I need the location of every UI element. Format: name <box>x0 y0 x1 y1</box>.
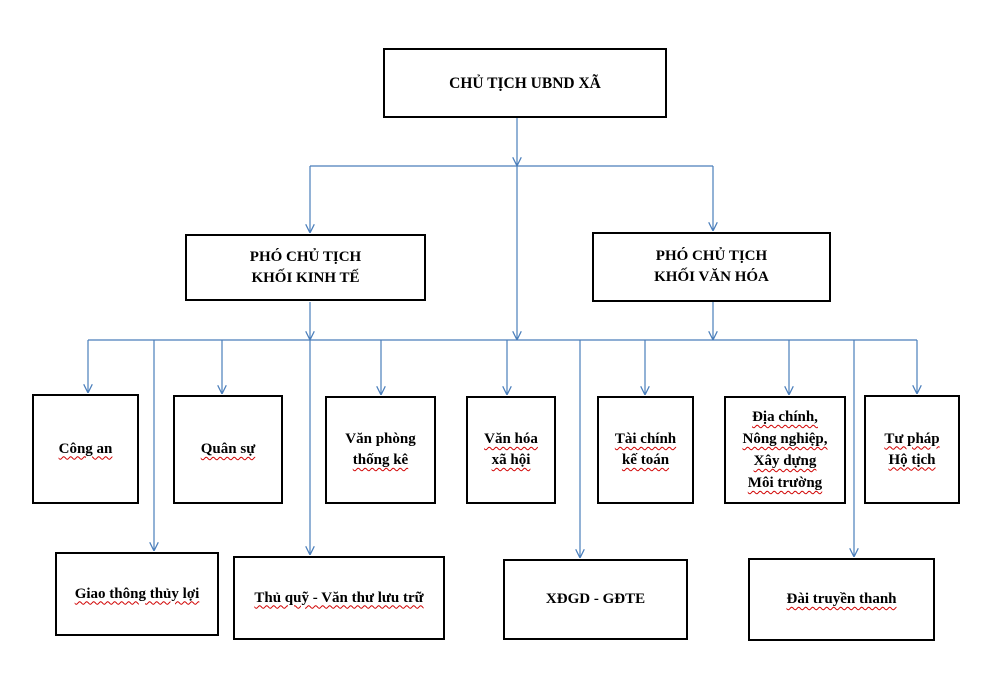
pho-chu-tich-kinh-te-line2: KHỐI KINH TẾ <box>251 269 360 286</box>
dia-chinh-line3: Xây dựng <box>753 453 817 469</box>
tai-chinh-ke-toan-box: Tài chính kế toán <box>597 396 694 504</box>
van-hoa-line2: xã hội <box>491 452 531 468</box>
van-hoa-line1: Văn hóa <box>484 431 538 447</box>
van-phong-thong-ke-box: Văn phòng thống kê <box>325 396 436 504</box>
xdgd-gdte-box: XĐGD - GĐTE <box>503 559 688 640</box>
giao-thong-label: Giao thông thủy lợi <box>74 585 200 602</box>
chu-tich-box: CHỦ TỊCH UBND XÃ <box>383 48 667 118</box>
tu-phap-line2: Hộ tịch <box>888 451 936 468</box>
dia-chinh-line4: Môi trường <box>747 475 823 491</box>
xdgd-label: XĐGD - GĐTE <box>545 591 646 607</box>
quan-su-label: Quân sự <box>200 441 256 457</box>
thu-quy-van-thu-box: Thủ quỹ - Văn thư lưu trữ <box>233 556 445 640</box>
dai-truyen-thanh-box: Đài truyền thanh <box>748 558 935 641</box>
tu-phap-line1: Tư pháp <box>884 430 940 447</box>
van-hoa-xa-hoi-box: Văn hóa xã hội <box>466 396 556 504</box>
pho-chu-tich-van-hoa-box: PHÓ CHỦ TỊCH KHỐI VĂN HÓA <box>592 232 831 302</box>
cong-an-box: Công an <box>32 394 139 504</box>
pho-chu-tich-van-hoa-line1: PHÓ CHỦ TỊCH <box>655 248 768 264</box>
dia-chinh-box: Địa chính, Nông nghiệp, Xây dựng Môi trư… <box>724 396 846 504</box>
quan-su-box: Quân sự <box>173 395 283 504</box>
thu-quy-label: Thủ quỹ - Văn thư lưu trữ <box>254 589 424 606</box>
tai-chinh-line2: kế toán <box>621 452 670 468</box>
van-phong-line1: Văn phòng <box>345 431 416 447</box>
dia-chinh-line2: Nông nghiệp, <box>742 431 828 447</box>
dia-chinh-line1: Địa chính, <box>752 409 818 425</box>
chu-tich-label: CHỦ TỊCH UBND XÃ <box>449 74 601 92</box>
tu-phap-ho-tich-box: Tư pháp Hộ tịch <box>864 395 960 504</box>
dai-truyen-thanh-label: Đài truyền thanh <box>786 591 897 607</box>
pho-chu-tich-kinh-te-line1: PHÓ CHỦ TỊCH <box>249 248 362 265</box>
van-phong-line2: thống kê <box>352 452 409 468</box>
tai-chinh-line1: Tài chính <box>614 431 677 447</box>
giao-thong-thuy-loi-box: Giao thông thủy lợi <box>55 552 219 636</box>
pho-chu-tich-van-hoa-line2: KHỐI VĂN HÓA <box>654 269 769 285</box>
pho-chu-tich-kinh-te-box: PHÓ CHỦ TỊCH KHỐI KINH TẾ <box>185 234 426 301</box>
cong-an-label: Công an <box>58 440 113 457</box>
